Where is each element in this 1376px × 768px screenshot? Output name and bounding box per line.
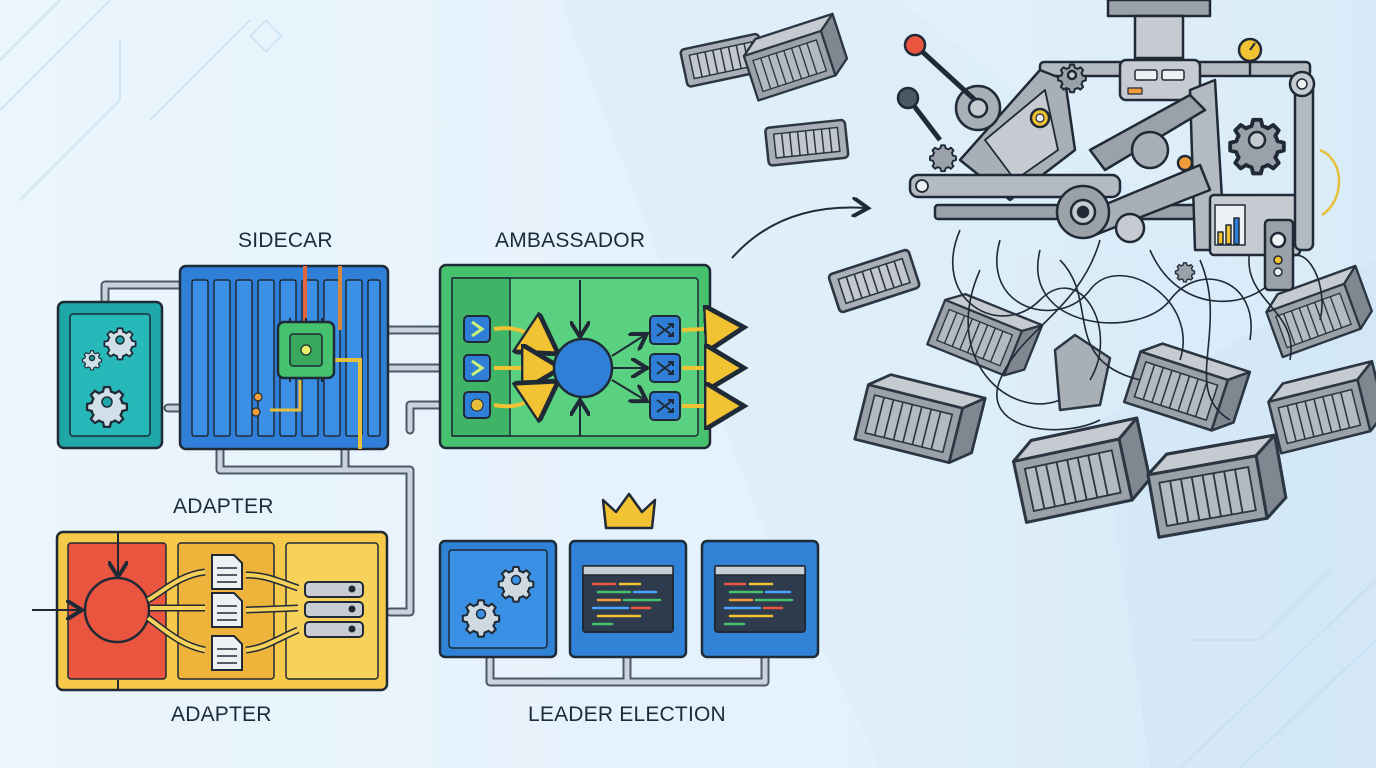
leader-election-label: LEADER ELECTION — [528, 703, 726, 726]
transition-arrow — [731, 208, 866, 259]
ambassador-label: AMBASSADOR — [495, 229, 646, 252]
adapter-container — [32, 530, 389, 692]
crown-icon — [601, 492, 657, 530]
machine — [896, 0, 1316, 292]
adapter-label-top: ADAPTER — [173, 495, 274, 518]
shuffle-icon — [649, 315, 681, 421]
ambassador-hub — [552, 337, 614, 399]
sidecar-container — [178, 264, 390, 451]
chip-icon — [276, 318, 336, 382]
code-window-icon — [714, 565, 806, 633]
document-icon — [211, 554, 243, 671]
leader-election-group — [438, 492, 820, 659]
chevron-right-icon — [463, 315, 491, 419]
sidecar-label: SIDECAR — [238, 229, 333, 252]
adapter-hub — [83, 576, 151, 644]
app-container — [56, 300, 164, 450]
server-icon — [304, 581, 364, 638]
code-window-icon — [582, 565, 674, 633]
adapter-label-bottom: ADAPTER — [171, 703, 272, 726]
ambassador-container — [438, 263, 728, 450]
gauge-icon — [1237, 37, 1263, 75]
